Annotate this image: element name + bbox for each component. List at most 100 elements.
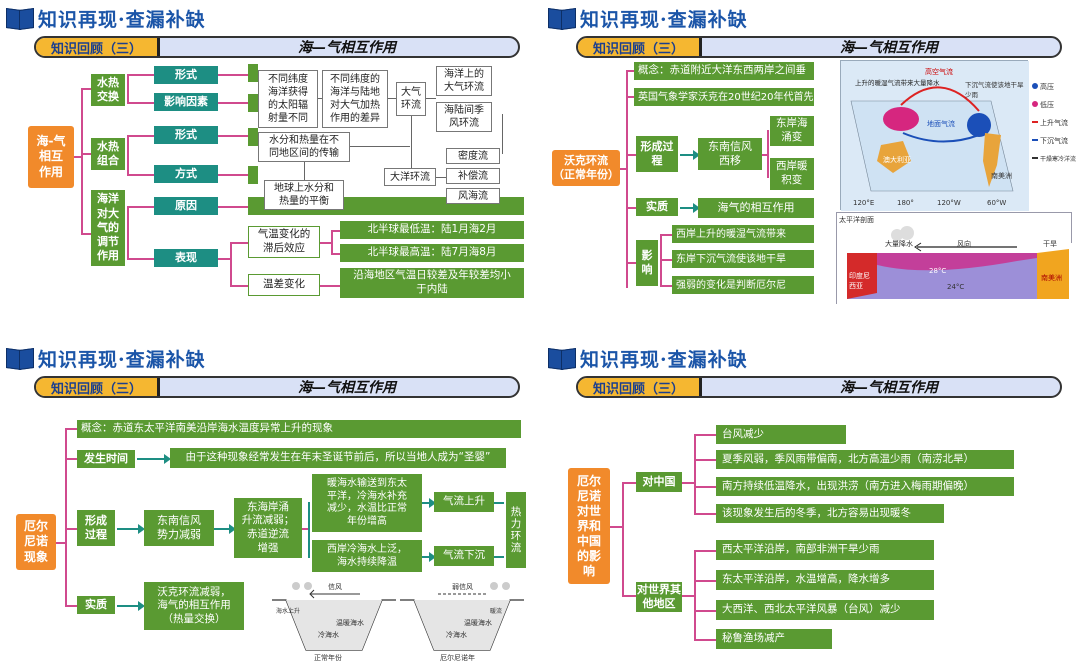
map-tick-4: 60°W bbox=[987, 199, 1007, 207]
label-factors: 影响因素 bbox=[154, 93, 218, 111]
thermal-circulation: 热 力 环 流 bbox=[506, 492, 526, 568]
review-tag: 知识回顾（三） bbox=[36, 38, 160, 56]
map-label-rain: 上升的暖湿气流带来大量降水 bbox=[855, 79, 940, 87]
world-impact-3: 大西洋、西北太平洋风暴（台风）减少 bbox=[716, 600, 934, 620]
fig-warm-water-2: 温暖海水 bbox=[464, 619, 492, 627]
label-form-2: 形式 bbox=[154, 126, 218, 144]
root-node: 厄尔 尼诺 现象 bbox=[16, 514, 56, 570]
west-cold-upwelling: 西岸冷海水上泛， 海水持续降温 bbox=[312, 540, 422, 572]
note-monsoon-circulation: 海陆间季 风环流 bbox=[436, 102, 492, 132]
panel-walker-circulation: 知识再现·查漏补缺 知识回顾（三） 海—气相互作用 沃克环流 （正常年份） 概念：… bbox=[546, 2, 1076, 322]
impact-strength: 强弱的变化是判断厄尔尼 bbox=[672, 276, 814, 294]
fig-wind-normal: 信风 bbox=[328, 583, 342, 591]
legend-downdraft: 下沉气流 bbox=[1040, 137, 1068, 145]
panel-el-nino-impact: 知识再现·查漏补缺 知识回顾（三）海—气相互作用 厄尔 尼诺 对世 界和 中国 … bbox=[546, 342, 1076, 662]
map-label-surface-air: 地面气流 bbox=[927, 120, 955, 128]
topic-title: 海—气相互作用 bbox=[298, 380, 396, 396]
root-node: 沃克环流 （正常年份） bbox=[552, 150, 620, 186]
root-node: 厄尔 尼诺 对世 界和 中国 的影 响 bbox=[568, 468, 610, 584]
legend-high: 高压 bbox=[1040, 83, 1054, 91]
china-impact-2: 夏季风弱，季风雨带偏南，北方高温少雨（南涝北旱） bbox=[716, 450, 1014, 469]
map-label-upper-air: 高空气流 bbox=[925, 68, 953, 76]
book-icon bbox=[6, 347, 34, 369]
note-atmospheric-circulation: 大气 环流 bbox=[396, 82, 426, 116]
west-coast-warm: 西岸暖 积变 bbox=[770, 158, 814, 190]
section-wind-label: 风向 bbox=[957, 240, 971, 248]
section-temp-1: 28°C bbox=[929, 267, 947, 275]
topic-banner: 知识回顾（三）海—气相互作用 bbox=[34, 36, 520, 58]
note-heat-balance: 地球上水分和 热量的平衡 bbox=[264, 180, 344, 210]
china-impact-4: 该现象发生后的冬季，北方容易出现暖冬 bbox=[716, 504, 944, 523]
panel-sea-air-interaction: 知识再现·查漏补缺 知识回顾（三）海—气相互作用 海-气 相互 作用 水热 交换… bbox=[4, 2, 534, 322]
review-tag: 知识回顾（三） bbox=[578, 38, 702, 56]
note-wind-current: 风海流 bbox=[446, 188, 500, 204]
section-header: 知识再现·查漏补缺 bbox=[6, 344, 206, 372]
note-land-sea-heating: 不同纬度的 海洋与陆地 对大气加热 作用的差异 bbox=[322, 70, 388, 128]
el-nino-concept: 概念：赤道东太平洋南美沿岸海水温度异常上升的现象 bbox=[77, 420, 521, 438]
note-ocean-circulation: 大洋环流 bbox=[384, 168, 436, 186]
walker-concept: 概念：赤道附近大洋东西两岸之间垂 bbox=[634, 62, 814, 80]
southeast-trade-wind: 东南信风 西移 bbox=[698, 138, 762, 170]
el-nino-comparison-figure: 信风 弱信风 冷海水 温暖海水 冷海水 温暖海水 正常年份 厄尔尼诺年 海水上升… bbox=[270, 580, 526, 662]
fig-label-upwelling: 海水上升 bbox=[276, 608, 301, 615]
map-tick-1: 120°E bbox=[853, 199, 875, 207]
section-dry-label: 干旱 bbox=[1043, 240, 1057, 248]
occurrence-time-text: 由于这种现象经常发生在年末圣诞节前后，所以当地人成为“圣婴” bbox=[170, 448, 506, 468]
world-impact-4: 秘鲁渔场减产 bbox=[716, 629, 832, 649]
fig-cold-water-1: 冷海水 bbox=[318, 631, 339, 639]
legend-updraft: 上升气流 bbox=[1040, 119, 1068, 127]
fig-warm-water-1: 温暖海水 bbox=[336, 619, 364, 627]
walker-discovery: 英国气象学家沃克在20世纪20年代首先 bbox=[634, 88, 814, 106]
section-temp-2: 24°C bbox=[947, 283, 965, 291]
lag-effect: 气温变化的 滞后效应 bbox=[248, 226, 320, 258]
node-impact-world: 对世界其 他地区 bbox=[636, 582, 682, 612]
label-manifestation: 表现 bbox=[154, 249, 218, 267]
weakened-trade-wind: 东南信风 势力减弱 bbox=[144, 510, 214, 546]
pacific-section-figure: 太平洋剖面 大量降水 风向 干旱 28°C 24°C 印度尼西亚 南美洲 bbox=[836, 212, 1073, 305]
section-header: 知识再现·查漏补缺 bbox=[6, 4, 206, 32]
section-title: 知识再现·查漏补缺 bbox=[38, 348, 206, 371]
review-tag: 知识回顾（三） bbox=[578, 378, 702, 396]
section-title: 知识再现·查漏补缺 bbox=[38, 8, 206, 31]
temp-range-change: 温差变化 bbox=[248, 274, 320, 296]
map-tick-3: 120°W bbox=[937, 199, 961, 207]
topic-title: 海—气相互作用 bbox=[840, 40, 938, 56]
fig-label-warm-current: 暖流 bbox=[490, 608, 503, 615]
topic-banner: 知识回顾（三）海—气相互作用 bbox=[576, 376, 1062, 398]
china-impact-3: 南方持续低温降水，出现洪涝（南方进入梅雨期偏晚） bbox=[716, 477, 1014, 496]
section-east-label: 南美洲 bbox=[1041, 274, 1062, 282]
note-ocean-atmospheric-circulation: 海洋上的 大气环流 bbox=[436, 66, 492, 96]
node-heat-water-exchange: 水热 交换 bbox=[91, 74, 125, 106]
note-compensation-current: 补偿流 bbox=[446, 168, 500, 184]
lowest-temp-fact: 北半球最低温：陆1月海2月 bbox=[340, 221, 524, 239]
section-title: 知识再现·查漏补缺 bbox=[580, 348, 748, 371]
upwelling-weakened: 东海岸涌 升流减弱； 赤道逆流 增强 bbox=[234, 498, 302, 558]
node-essence: 实质 bbox=[77, 596, 115, 614]
review-tag: 知识回顾（三） bbox=[36, 378, 160, 396]
map-label-subsidence: 下沉气流使该地干旱少雨 bbox=[965, 81, 1024, 99]
book-icon bbox=[548, 347, 576, 369]
label-method: 方式 bbox=[154, 165, 218, 183]
label-reason: 原因 bbox=[154, 197, 218, 215]
note-heat-transport: 水分和热量在不 同地区间的传输 bbox=[258, 132, 350, 162]
map-tick-2: 180° bbox=[897, 199, 914, 207]
legend-cold-current: 干燥寒冷洋流 bbox=[1040, 156, 1076, 163]
section-header: 知识再现·查漏补缺 bbox=[548, 4, 748, 32]
root-node: 海-气 相互 作用 bbox=[28, 126, 74, 188]
east-coast-upwelling: 东岸海 涌变 bbox=[770, 116, 814, 146]
map-label-south-america: 南美洲 bbox=[991, 172, 1012, 180]
section-rain-label: 大量降水 bbox=[885, 240, 913, 248]
china-impact-1: 台风减少 bbox=[716, 425, 846, 444]
node-formation: 形成过 程 bbox=[636, 136, 678, 172]
note-density-current: 密度流 bbox=[446, 148, 500, 164]
note-solar-radiation: 不同纬度 海洋获得 的太阳辐 射量不同 bbox=[258, 70, 318, 128]
fig-wind-weak: 弱信风 bbox=[452, 583, 473, 591]
impact-east-drought: 东岸下沉气流使该地干旱 bbox=[672, 250, 814, 268]
world-impact-1: 西太平洋沿岸，南部非洲干旱少雨 bbox=[716, 540, 934, 560]
topic-banner: 知识回顾（三） 海—气相互作用 bbox=[576, 36, 1062, 58]
node-formation: 形成 过程 bbox=[77, 510, 115, 546]
topic-banner: 知识回顾（三） 海—气相互作用 bbox=[34, 376, 520, 398]
walker-map-figure: 上升的暖湿气流带来大量降水 高空气流 下沉气流使该地干旱少雨 地面气流 澳大利亚… bbox=[840, 60, 1029, 211]
fig-caption-normal: 正常年份 bbox=[314, 654, 342, 662]
section-west-label: 印度尼西亚 bbox=[849, 272, 870, 290]
